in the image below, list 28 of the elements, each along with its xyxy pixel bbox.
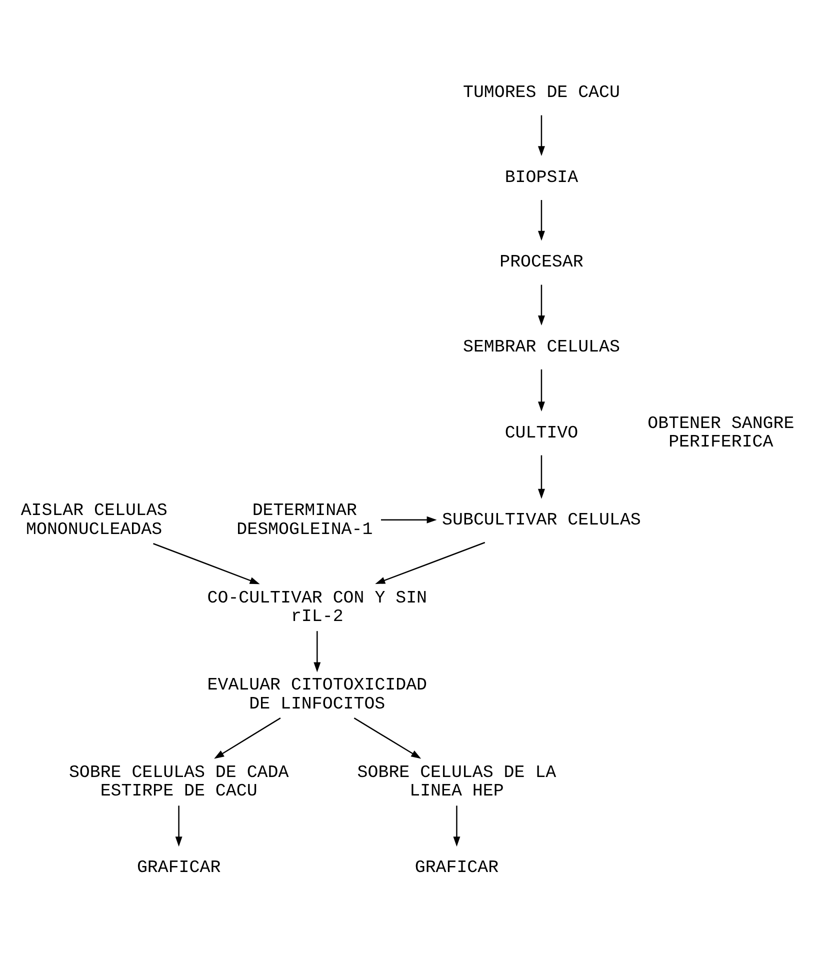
node-text: EVALUAR CITOTOXICIDAD DE LINFOCITOS (207, 676, 428, 714)
arrow (175, 806, 182, 847)
node-text: SOBRE CELULAS DE CADA ESTIRPE DE CACU (68, 762, 289, 802)
node-text: SEMBRAR CELULAS (462, 337, 620, 358)
arrow (354, 718, 422, 759)
node-text: CO-CULTIVAR CON Y SIN rIL-2 (207, 588, 428, 628)
node-text: GRAFICAR (136, 858, 221, 878)
arrow (214, 718, 281, 759)
node-text: CULTIVO (504, 423, 578, 444)
node-text: BIOPSIA (504, 168, 578, 188)
arrow (538, 115, 545, 156)
node-text: OBTENER SANGRE PERIFERICA (648, 414, 794, 453)
arrow (381, 516, 437, 524)
arrow (538, 200, 545, 241)
arrow (453, 806, 460, 847)
arrow (538, 455, 545, 499)
arrow (538, 284, 545, 326)
node-text: SOBRE CELULAS DE LA LINEA HEP (357, 762, 556, 802)
arrow (153, 543, 260, 584)
node-text: PROCESAR (500, 252, 584, 273)
arrow (375, 542, 486, 584)
arrow (538, 369, 545, 412)
arrow (314, 631, 321, 672)
node-text: DETERMINAR DESMOGLEINA-1 (236, 501, 373, 540)
node-text: TUMORES DE CACU (462, 83, 620, 104)
node-text: AISLAR CELULAS MONONUCLEADAS (20, 501, 168, 540)
node-text: SUBCULTIVAR CELULAS (442, 510, 641, 530)
node-text: GRAFICAR (414, 858, 499, 878)
